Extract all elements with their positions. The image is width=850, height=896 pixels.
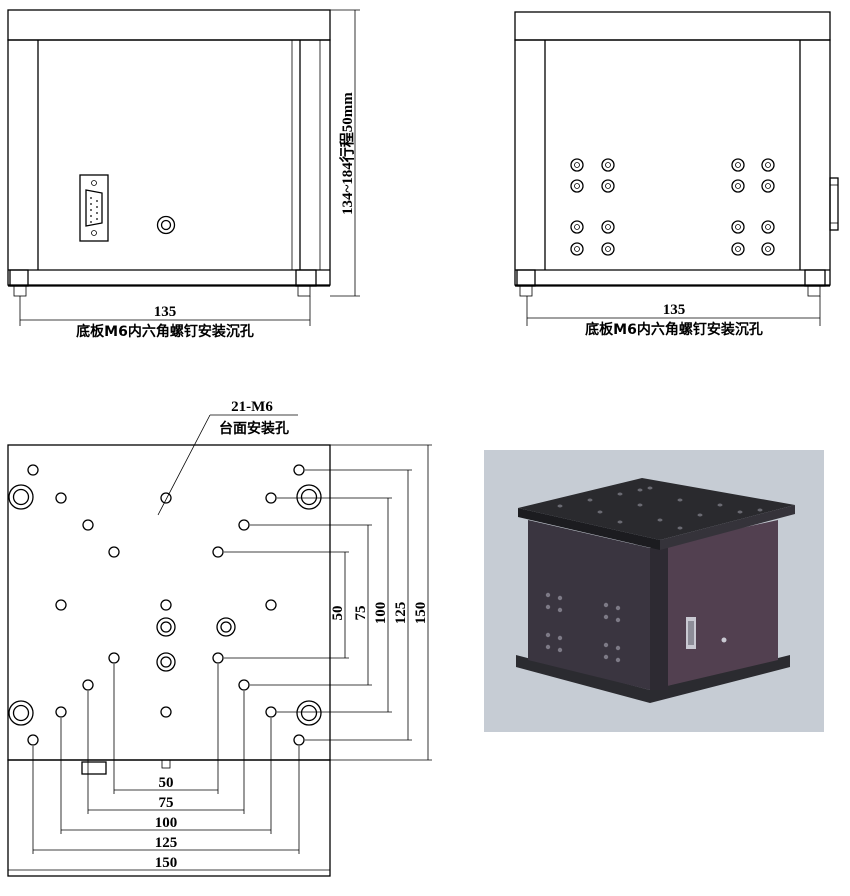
- render-view: [484, 450, 824, 732]
- bottom-dim-label: 125: [155, 835, 178, 851]
- side-hole: [570, 220, 584, 234]
- mounting-hole: [55, 706, 67, 718]
- side-hole: [570, 179, 584, 193]
- db9-connector: [79, 174, 109, 242]
- mounting-hole: [27, 734, 39, 746]
- bottom-dim-label: 150: [155, 855, 178, 871]
- right-dim-label: 100: [373, 602, 389, 625]
- side-hole: [761, 220, 775, 234]
- render-hole-pattern: [545, 486, 763, 663]
- side-hole: [601, 179, 615, 193]
- front-body-outline: [7, 39, 331, 286]
- bottom-dim-label: 100: [155, 815, 178, 831]
- bottom-dim-label: 50: [159, 775, 174, 791]
- side-hole: [731, 158, 745, 172]
- front-top-plate: [7, 9, 331, 41]
- callout-line1: 21-M6: [231, 399, 273, 415]
- bottom-dim-label: 75: [159, 795, 174, 811]
- mounting-hole: [160, 706, 172, 718]
- side-hole: [601, 158, 615, 172]
- render-knob: [721, 637, 727, 643]
- mounting-hole: [212, 546, 224, 558]
- render-base-plate: [516, 655, 790, 703]
- render-right-face: [650, 520, 778, 690]
- center-boss: [156, 617, 176, 637]
- front-view: 134~184行程50mm 135 底板M6内六角螺钉安装沉孔: [7, 9, 360, 340]
- side-base-note: 底板M6内六角螺钉安装沉孔: [585, 321, 763, 338]
- callout-line2: 台面安装孔: [219, 420, 289, 437]
- side-connector-profile: [829, 177, 839, 231]
- side-hole: [570, 242, 584, 256]
- side-top-plate: [514, 11, 831, 41]
- right-dim-label: 50: [330, 606, 346, 621]
- mounting-hole: [265, 706, 277, 718]
- mounting-hole: [265, 492, 277, 504]
- side-hole-pattern: [570, 158, 775, 256]
- right-dim-label: 150: [413, 602, 429, 625]
- mounting-hole: [238, 679, 250, 691]
- mounting-hole: [27, 464, 39, 476]
- mounting-hole: [265, 599, 277, 611]
- side-hole: [761, 158, 775, 172]
- side-hole: [731, 179, 745, 193]
- side-hole: [731, 220, 745, 234]
- counterbore-hole: [296, 700, 322, 726]
- mounting-hole: [293, 734, 305, 746]
- front-base-note: 底板M6内六角螺钉安装沉孔: [76, 323, 254, 340]
- counterbore-hole: [296, 484, 322, 510]
- side-hole: [761, 242, 775, 256]
- center-boss: [216, 617, 236, 637]
- mounting-hole: [108, 652, 120, 664]
- side-view: 135 底板M6内六角螺钉安装沉孔: [514, 11, 839, 338]
- side-hole: [731, 242, 745, 256]
- mounting-hole: [160, 492, 172, 504]
- front-width-dim: 135: [154, 304, 177, 320]
- counterbore-hole: [8, 700, 34, 726]
- side-body-outline: [514, 39, 831, 286]
- bottom-dimension-chain: 50 75 100 125 150: [7, 664, 331, 874]
- side-width-dim: 135: [663, 302, 686, 318]
- top-connector-stub: [81, 761, 107, 775]
- mounting-hole: [82, 519, 94, 531]
- mounting-hole: [160, 599, 172, 611]
- top-hole-pattern: [8, 464, 322, 746]
- render-top-plate: [518, 478, 795, 540]
- right-dim-label: 125: [393, 602, 409, 625]
- right-dim-label: 75: [353, 606, 369, 621]
- side-hole: [601, 242, 615, 256]
- mounting-hole: [55, 599, 67, 611]
- side-hole: [761, 179, 775, 193]
- side-hole: [570, 158, 584, 172]
- front-height-dim: 134~184行程50mm: [338, 92, 356, 215]
- counterbore-hole: [8, 484, 34, 510]
- side-hole: [601, 220, 615, 234]
- mounting-hole: [55, 492, 67, 504]
- mounting-hole: [108, 546, 120, 558]
- mounting-hole: [238, 519, 250, 531]
- front-knob: [156, 215, 176, 235]
- mounting-hole: [293, 464, 305, 476]
- center-boss: [156, 652, 176, 672]
- mounting-hole: [82, 679, 94, 691]
- mounting-hole: [212, 652, 224, 664]
